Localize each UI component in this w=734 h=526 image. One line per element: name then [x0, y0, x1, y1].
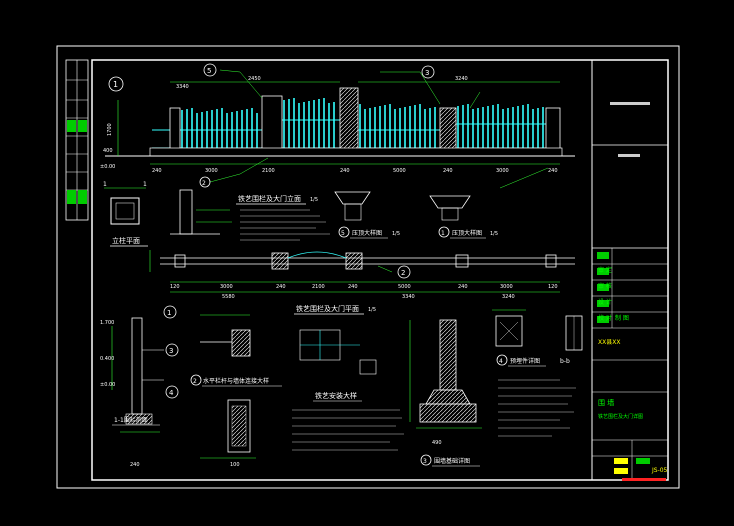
post-base-detail: [200, 399, 256, 459]
sheet-red-bar: [622, 478, 666, 481]
plan-total-dim-3: 3240: [502, 294, 515, 300]
elev-mark-5: 5: [207, 67, 211, 75]
railing-level-1: 1.700: [100, 320, 114, 326]
plan-dim-6: 240: [458, 284, 468, 290]
elev-mark-1: 1: [113, 80, 118, 89]
plan-dim-5: 5000: [398, 284, 411, 290]
wall-foundation-marker: 3: [423, 458, 427, 465]
elev-mark-3: 3: [425, 69, 429, 77]
gate-notes: [292, 409, 404, 451]
column-plan-mark-1b: 1: [143, 181, 147, 188]
elev-ground-level: ±0.00: [100, 164, 115, 170]
plan-total-dim-2: 3340: [402, 294, 415, 300]
elev-dim-4: 5000: [393, 168, 406, 174]
footer-dim-3: 490: [432, 440, 442, 446]
wall-foundation-detail: [409, 319, 482, 429]
plan-total-dim-1: 5580: [222, 294, 235, 300]
general-notes: [498, 379, 576, 437]
elev-top-dim-2: 3240: [455, 76, 468, 82]
footer-dim-1: 240: [130, 462, 140, 468]
elev-small-dim: 3340: [176, 84, 189, 90]
elev-dim-7: 240: [548, 168, 558, 174]
column-plan-title: 立柱平面: [112, 236, 140, 245]
fence-elevation: [105, 69, 575, 189]
tb-project: XX县XX: [598, 339, 620, 346]
tb-row-3: 设 计: [598, 298, 612, 306]
plan-scale: 1/5: [368, 307, 376, 313]
rail-joint-title: 水平栏杆与墙体连接大样: [203, 377, 269, 385]
railing-mark-4: 4: [169, 389, 174, 397]
plan-title: 铁艺围栏及大门平面: [296, 304, 359, 313]
railing-level-3: ±0.00: [100, 382, 115, 388]
column-plan-mark-1: 1: [103, 181, 107, 188]
detail-1-title: 压顶大样图: [452, 229, 482, 237]
elev-dim-5: 240: [443, 168, 453, 174]
plan-dim-7: 3000: [500, 284, 513, 290]
plan-dim-3: 2100: [312, 284, 325, 290]
bb-label: b-b: [560, 358, 570, 365]
coping-detail-1: [429, 195, 471, 221]
elev-top-dim-1: 2450: [248, 76, 261, 82]
elev-dim-3: 240: [340, 168, 350, 174]
title-block: [591, 59, 669, 481]
tb-drawing-subtitle: 铁艺围栏及大门详图: [598, 413, 643, 420]
detail-5-title: 压顶大样图: [352, 229, 382, 237]
detail-1-scale: 1/5: [490, 231, 498, 237]
elev-pillar-mark-2: 2: [202, 180, 206, 187]
elevation-scale: 1/5: [310, 197, 318, 203]
detail-5-scale: 1/5: [392, 231, 400, 237]
wall-foundation-title: 围墙基础详图: [434, 457, 470, 465]
elev-height-400: 400: [103, 148, 113, 154]
elev-dim-2: 2100: [262, 168, 275, 174]
tb-row-5: 制 图: [615, 314, 629, 322]
plan-dim-1: 3000: [220, 284, 233, 290]
rail-joint-marker: 2: [193, 378, 197, 385]
embed-title: 预埋件详图: [510, 357, 540, 365]
tb-drawing-name: 围 墙: [598, 398, 614, 407]
rail-wall-joint-detail: [200, 314, 251, 357]
tb-sheet-no: JS-05: [651, 467, 668, 474]
plan-marker-2: 2: [401, 269, 405, 277]
binding-strip: [65, 59, 89, 221]
elev-height-1700: 1700: [107, 123, 113, 136]
elevation-notes: [240, 209, 330, 241]
embed-detail: [492, 309, 583, 351]
detail-5-mark: 5: [341, 230, 345, 237]
elev-dim-6: 3000: [496, 168, 509, 174]
plan-dim-4: 240: [348, 284, 358, 290]
tb-row-2: 审 核: [598, 282, 612, 290]
railing-section-title: 1-1围栏剖面: [114, 416, 148, 424]
fence-plan: [149, 250, 575, 293]
elev-dim-0: 240: [152, 168, 162, 174]
coping-detail-5: [334, 191, 371, 221]
column-plan-detail: [104, 187, 146, 225]
tb-row-4: 校 对: [598, 314, 612, 322]
plan-dim-0: 120: [170, 284, 180, 290]
section-1-1-detail: [170, 189, 232, 235]
railing-mark-3: 3: [169, 347, 173, 355]
plan-dim-2: 240: [276, 284, 286, 290]
gate-detail-title: 铁艺安装大样: [315, 391, 357, 400]
railing-level-2: 0.400: [100, 356, 114, 362]
gate-install-detail: [299, 329, 377, 375]
outer-frame: [56, 45, 680, 489]
tb-row-1: 审 定: [598, 266, 612, 274]
embed-marker: 4: [499, 358, 503, 365]
elevation-title: 铁艺围栏及大门立面: [238, 194, 301, 203]
railing-mark-1: 1: [167, 309, 171, 317]
elev-dim-1: 3000: [205, 168, 218, 174]
railing-section-detail: [111, 317, 164, 433]
detail-1-mark: 1: [441, 230, 445, 237]
footer-dim-2: 100: [230, 462, 240, 468]
plan-dim-8: 120: [548, 284, 558, 290]
